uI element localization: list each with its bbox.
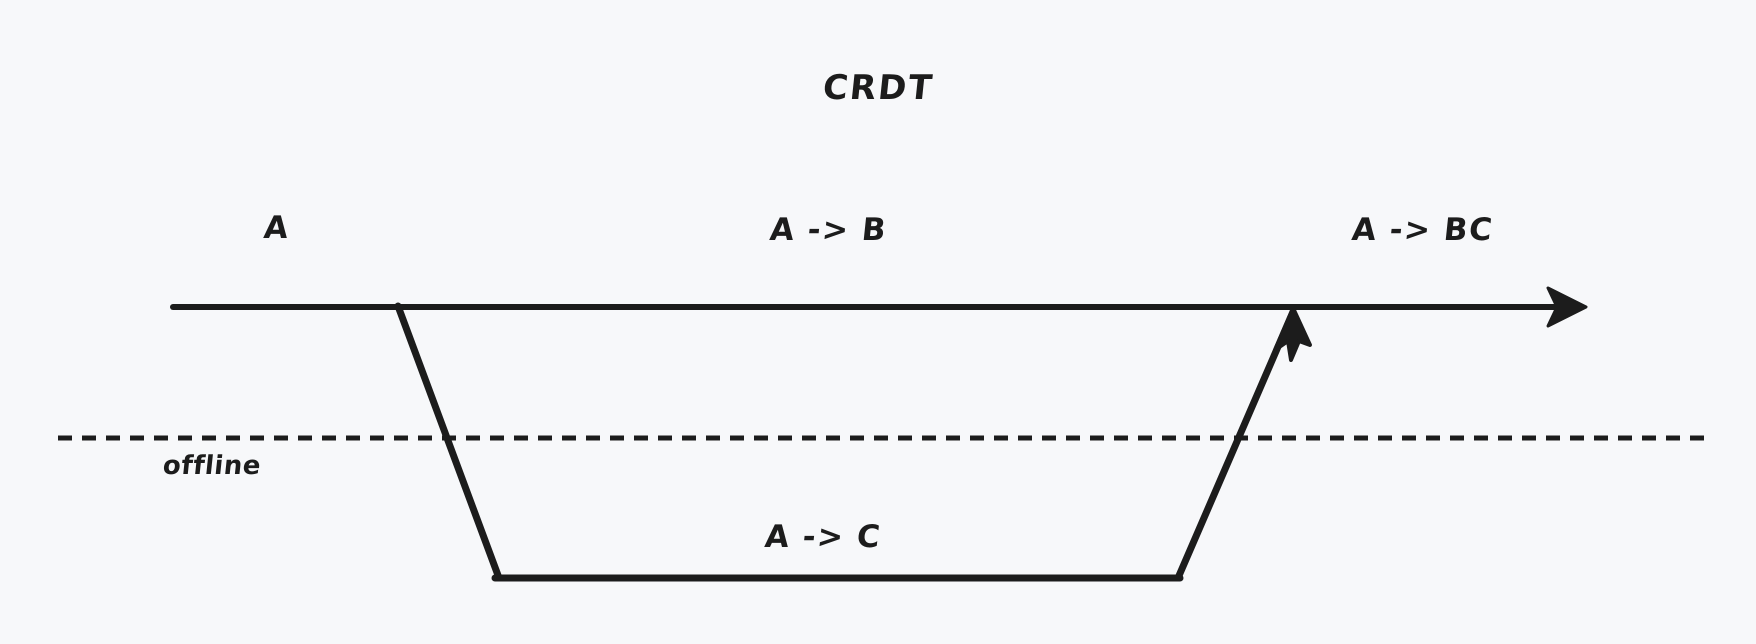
label-online-branch: A -> B [768, 212, 889, 248]
timeline-end-arrow-icon [1546, 286, 1588, 328]
merge-arrow-icon [1273, 306, 1312, 362]
label-offline-branch: A -> C [763, 519, 884, 555]
diagram-title-text: CRDT [820, 68, 936, 108]
label-merged-state: A -> BC [1350, 212, 1496, 248]
fork-down-line [394, 302, 503, 582]
diagram-title: CRDT [0, 68, 1756, 108]
label-initial-state: A [262, 210, 292, 246]
merge-up-line [1174, 308, 1297, 582]
label-offline-divider: offline [161, 451, 263, 481]
